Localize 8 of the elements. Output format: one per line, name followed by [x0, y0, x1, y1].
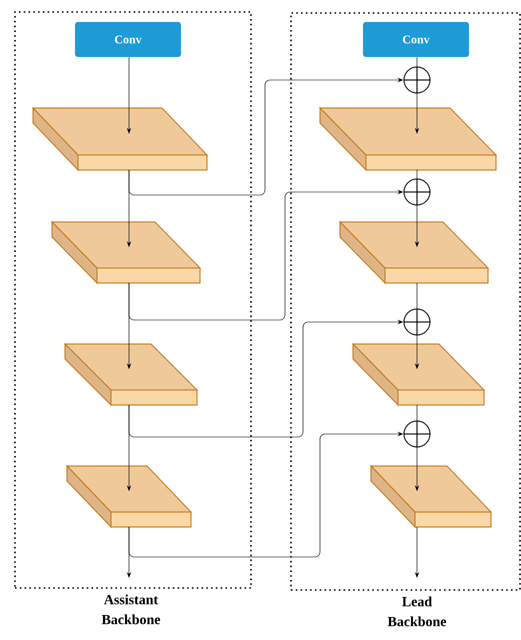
sum-circle: [404, 66, 430, 94]
conv-box: Conv: [75, 22, 181, 57]
backbone-title: Assistant Backbone: [102, 594, 160, 624]
sum-circle: [404, 308, 430, 336]
sum-circle: [404, 178, 430, 206]
sum-circle: [404, 420, 430, 448]
backbone-title: Lead Backbone: [388, 596, 446, 626]
conv-box: Conv: [363, 22, 469, 57]
